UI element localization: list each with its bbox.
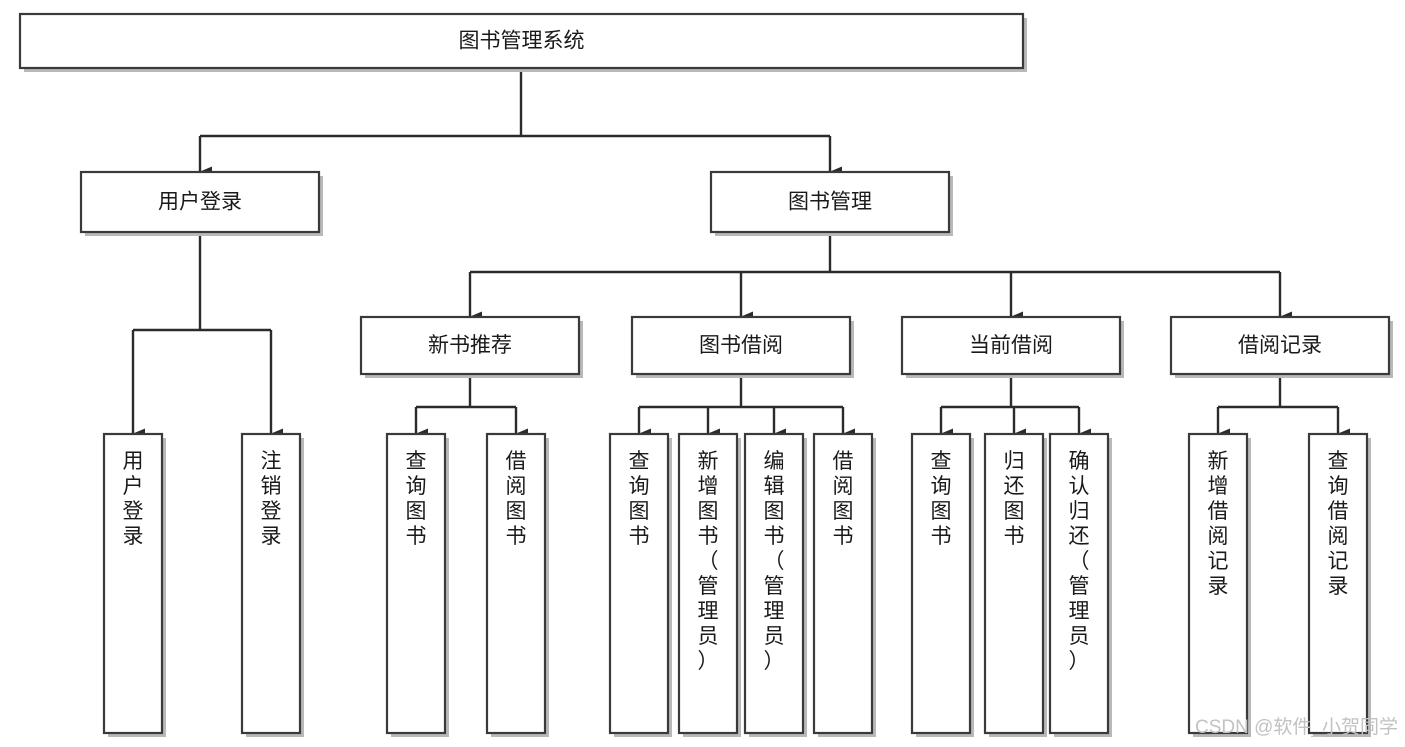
node-user-login[interactable]: 用户登录 xyxy=(79,170,323,236)
node-leaf-confirm-return[interactable]: 确认归还（管理员） xyxy=(1048,432,1112,737)
node-label: 图书借阅 xyxy=(699,334,783,357)
node-label: 用户登录 xyxy=(123,450,144,548)
node-label: 注销登录 xyxy=(261,450,282,548)
node-rect[interactable] xyxy=(812,432,874,735)
node-rect[interactable] xyxy=(709,170,951,234)
node-rect[interactable] xyxy=(1048,432,1110,735)
node-label: 查询借阅记录 xyxy=(1328,450,1349,598)
node-label: 确认归还（管理员） xyxy=(1069,450,1090,673)
node-label: 查询图书 xyxy=(406,450,427,548)
node-book-borrow[interactable]: 图书借阅 xyxy=(630,315,854,378)
node-label: 用户登录 xyxy=(158,191,242,214)
node-leaf-edit-book[interactable]: 编辑图书（管理员） xyxy=(743,432,807,737)
node-leaf-query-book-1[interactable]: 查询图书 xyxy=(385,432,449,737)
node-rect[interactable] xyxy=(743,432,805,735)
node-rect[interactable] xyxy=(983,432,1045,735)
node-leaf-borrow-book-2[interactable]: 借阅图书 xyxy=(812,432,876,737)
node-label: 新增借阅记录 xyxy=(1208,450,1229,598)
node-rect[interactable] xyxy=(485,432,547,735)
nodes-layer: 图书管理系统用户登录图书管理新书推荐图书借阅当前借阅借阅记录用户登录注销登录查询… xyxy=(18,12,1393,737)
node-label: 查询图书 xyxy=(629,450,650,548)
csdn-watermark: CSDN @软件_小贺同学 xyxy=(1195,716,1398,738)
node-leaf-user-login[interactable]: 用户登录 xyxy=(102,432,166,737)
node-leaf-query-record[interactable]: 查询借阅记录 xyxy=(1307,432,1371,737)
node-label: 编辑图书（管理员） xyxy=(764,450,785,673)
node-leaf-query-book-2[interactable]: 查询图书 xyxy=(608,432,672,737)
node-rect[interactable] xyxy=(18,12,1025,70)
node-rect[interactable] xyxy=(910,432,972,735)
node-rect[interactable] xyxy=(79,170,321,234)
node-rect[interactable] xyxy=(102,432,164,735)
node-borrow-record[interactable]: 借阅记录 xyxy=(1169,315,1393,378)
node-root[interactable]: 图书管理系统 xyxy=(18,12,1027,72)
node-new-book-rec[interactable]: 新书推荐 xyxy=(359,315,583,378)
node-label: 新书推荐 xyxy=(428,334,512,357)
node-rect[interactable] xyxy=(1307,432,1369,735)
node-leaf-query-book-3[interactable]: 查询图书 xyxy=(910,432,974,737)
node-rect[interactable] xyxy=(359,315,581,376)
node-leaf-logout[interactable]: 注销登录 xyxy=(240,432,304,737)
node-label: 借阅记录 xyxy=(1238,334,1322,357)
node-label: 当前借阅 xyxy=(969,334,1053,357)
node-book-manage[interactable]: 图书管理 xyxy=(709,170,953,236)
node-rect[interactable] xyxy=(385,432,447,735)
node-rect[interactable] xyxy=(1187,432,1249,735)
node-leaf-add-record[interactable]: 新增借阅记录 xyxy=(1187,432,1251,737)
node-label: 新增图书（管理员） xyxy=(698,450,719,673)
node-current-borrow[interactable]: 当前借阅 xyxy=(900,315,1124,378)
node-rect[interactable] xyxy=(900,315,1122,376)
node-label: 图书管理 xyxy=(788,191,872,214)
node-rect[interactable] xyxy=(608,432,670,735)
node-rect[interactable] xyxy=(630,315,852,376)
node-rect[interactable] xyxy=(1169,315,1391,376)
node-label: 借阅图书 xyxy=(506,450,527,548)
connectors-layer xyxy=(131,68,1350,440)
node-label: 查询图书 xyxy=(931,450,952,548)
node-rect[interactable] xyxy=(677,432,739,735)
node-label: 借阅图书 xyxy=(833,450,854,548)
node-leaf-borrow-book-1[interactable]: 借阅图书 xyxy=(485,432,549,737)
node-rect[interactable] xyxy=(240,432,302,735)
node-label: 图书管理系统 xyxy=(459,30,585,53)
node-label: 归还图书 xyxy=(1004,450,1025,548)
node-leaf-add-book[interactable]: 新增图书（管理员） xyxy=(677,432,741,737)
node-leaf-return-book[interactable]: 归还图书 xyxy=(983,432,1047,737)
